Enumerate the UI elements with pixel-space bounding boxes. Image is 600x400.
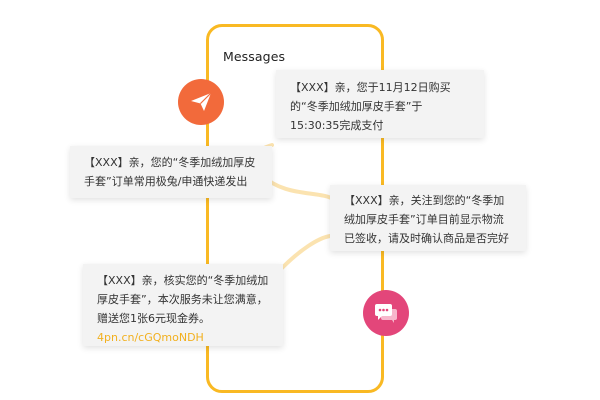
message-text: 【XXX】亲，关注到您的“冬季加绒加厚皮手套”订单目前显示物流已签收，请及时确认… [344,194,509,245]
message-text: 【XXX】亲，您的“冬季加绒加厚皮手套”订单常用极兔/申通快递发出 [84,156,256,188]
chat-bubbles-icon [363,290,409,336]
message-text: 【XXX】亲，核实您的“冬季加绒加厚皮手套”，本次服务未让您满意，赠送您1张6元… [97,274,269,325]
message-bubble-logistics: 【XXX】亲，关注到您的“冬季加绒加厚皮手套”订单目前显示物流已签收，请及时确认… [330,185,526,251]
message-bubble-shipping: 【XXX】亲，您的“冬季加绒加厚皮手套”订单常用极兔/申通快递发出 [70,146,272,198]
coupon-link[interactable]: 4pn.cn/cGQmoNDH [97,331,204,344]
message-bubble-payment: 【XXX】亲，您于11月12日购买的“冬季加绒加厚皮手套”于15:30:35完成… [276,70,484,138]
message-bubble-compensation: 【XXX】亲，核实您的“冬季加绒加厚皮手套”，本次服务未让您满意，赠送您1张6元… [83,264,283,346]
connector-curve-2 [280,234,332,270]
message-text: 【XXX】亲，您于11月12日购买的“冬季加绒加厚皮手套”于15:30:35完成… [290,81,451,132]
phone-title: Messages [223,49,286,64]
paper-plane-icon [178,79,224,125]
